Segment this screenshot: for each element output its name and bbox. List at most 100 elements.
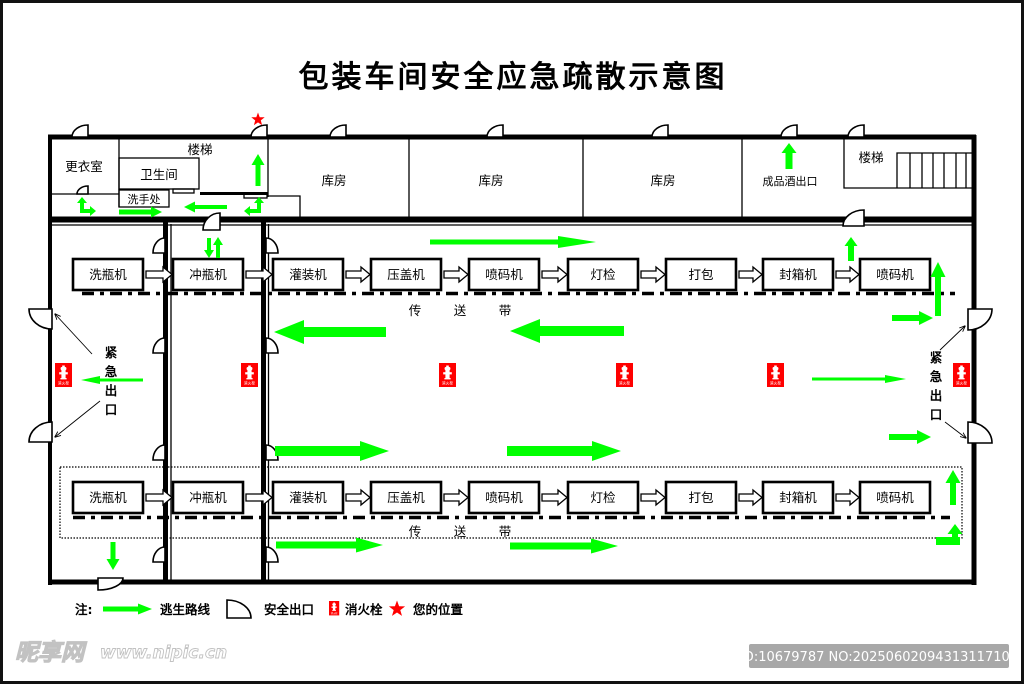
- machine-label: 灯检: [590, 267, 616, 282]
- machine-box-outline: [664, 257, 738, 292]
- machine-box-outline: [171, 257, 245, 292]
- escape-route-arrow-icon: [510, 538, 618, 554]
- pointer-arrow: [55, 400, 101, 437]
- door-icon: [265, 237, 279, 254]
- emergency-exit-door-icon: [28, 421, 53, 443]
- flow-arrow-icon: [443, 488, 470, 507]
- door-icon: [486, 124, 504, 138]
- machine-box: 喷码机: [858, 257, 932, 292]
- escape-routes: [77, 143, 963, 570]
- door-icon: [265, 546, 279, 563]
- escape-route-arrow-icon: [204, 238, 214, 258]
- machine-label: 喷码机: [485, 267, 523, 282]
- warehouse-label: 库房: [650, 173, 675, 188]
- fire-hydrant-caption: 消火栓: [58, 381, 70, 386]
- flow-arrow-icon: [541, 488, 569, 507]
- red-star-icon: [251, 112, 265, 126]
- conveyor-label: 传: [409, 524, 422, 539]
- machine-label: 喷码机: [876, 490, 914, 505]
- exit-char: 口: [930, 407, 943, 422]
- escape-route-arrow-icon: [889, 430, 931, 444]
- interior-wall-1: [163, 222, 168, 581]
- legend-label-fire-hydrant: 消火栓: [345, 602, 383, 617]
- machine-label: 灯检: [590, 490, 616, 505]
- emergency-exit-label-right: 紧 急 出 口: [930, 326, 966, 438]
- finished-goods-exit-label: 成品酒出口: [763, 174, 818, 188]
- machine-label: 灌装机: [289, 490, 327, 505]
- escape-route-arrow-icon: [274, 320, 386, 344]
- machine-box: 打包: [664, 480, 738, 515]
- exit-char: 出: [105, 383, 118, 398]
- machine-box: 喷码机: [467, 257, 541, 292]
- door-icon: [651, 124, 669, 138]
- machine-label: 封箱机: [779, 490, 817, 505]
- stairs-right-label: 楼梯: [858, 150, 883, 165]
- machine-box-outline: [858, 257, 932, 292]
- flow-arrow-icon: [245, 488, 274, 507]
- outer-walls: [48, 134, 977, 585]
- room-labels: 更衣室 楼梯 卫生间 洗手处 库房 库房 库房 成品酒出口 楼梯: [65, 142, 883, 206]
- machine-box: 压盖机: [369, 257, 443, 292]
- conveyor-label: 送: [454, 524, 467, 539]
- escape-route-arrow-icon: [251, 154, 265, 186]
- fire-hydrant-caption: 消火栓: [770, 381, 782, 386]
- red-star-icon: [388, 600, 406, 616]
- fire-hydrant-caption: 消火栓: [619, 381, 631, 386]
- door-icon: [202, 212, 221, 231]
- fire-hydrants: 消火栓消火栓消火栓消火栓消火栓消火栓: [55, 363, 970, 387]
- stairs-left-label: 楼梯: [187, 142, 212, 157]
- flow-arrow-icon: [640, 488, 667, 507]
- machine-box: 灯检: [566, 257, 640, 292]
- machine-box-outline: [467, 480, 541, 515]
- flow-arrow-icon: [835, 265, 861, 284]
- id-badge-background: [749, 644, 1009, 668]
- staircase-steps: [896, 152, 972, 188]
- escape-route-arrow-icon: [244, 206, 261, 216]
- machine-box-outline: [71, 480, 145, 515]
- escape-route-arrow-icon: [276, 537, 383, 553]
- fire-hydrant-caption: 消火栓: [331, 611, 339, 615]
- escape-route-arrow-icon: [781, 143, 797, 169]
- machine-label: 灌装机: [289, 267, 327, 282]
- door-icon: [152, 337, 166, 354]
- machine-box: 封箱机: [761, 480, 835, 515]
- machine-box-outline: [761, 480, 835, 515]
- conveyor-label: 传: [409, 303, 422, 318]
- machine-label: 冲瓶机: [189, 267, 227, 282]
- escape-route-arrow-icon: [106, 542, 120, 570]
- watermark-site-url: www.nipic.cn: [100, 643, 227, 663]
- machine-box: 灌装机: [271, 480, 345, 515]
- legend-label-safety-exit: 安全出口: [264, 602, 314, 617]
- green-arrow-icon: [103, 603, 152, 615]
- emergency-exit-label-left: 紧 急 出 口: [55, 314, 118, 437]
- fire-hydrant-icon: 消火栓: [767, 363, 784, 387]
- escape-route-arrow-icon: [184, 201, 227, 213]
- doors: [28, 124, 993, 591]
- pointer-arrow: [939, 326, 965, 351]
- legend-prefix: 注:: [75, 602, 93, 617]
- fire-hydrant-caption: 消火栓: [442, 381, 454, 386]
- flow-arrow-icon: [345, 488, 372, 507]
- page-title: 包装车间安全应急疏散示意图: [299, 60, 728, 95]
- door-icon: [780, 124, 798, 138]
- machine-box-outline: [271, 257, 345, 292]
- escape-route-arrow-icon: [930, 262, 946, 316]
- restroom-window: [172, 188, 195, 194]
- escape-route-arrow-icon: [945, 470, 961, 505]
- line-2-area-outline: [59, 466, 963, 539]
- production-lines: 洗瓶机冲瓶机灌装机压盖机喷码机灯检打包封箱机喷码机洗瓶机冲瓶机灌装机压盖机喷码机…: [71, 257, 932, 515]
- warehouse-label: 库房: [321, 173, 346, 188]
- door-icon: [71, 124, 89, 138]
- production-line-1: 洗瓶机冲瓶机灌装机压盖机喷码机灯检打包封箱机喷码机: [71, 257, 932, 292]
- id-badge: ID:10679787 NO:20250602094313117104: [740, 644, 1018, 668]
- changing-room-label: 更衣室: [65, 159, 103, 174]
- interior-wall-2: [261, 222, 266, 581]
- machine-label: 封箱机: [779, 267, 817, 282]
- door-icon: [250, 124, 268, 138]
- warehouse-label: 库房: [478, 173, 503, 188]
- door-icon: [842, 209, 865, 227]
- legend-label-your-position: 您的位置: [413, 602, 464, 617]
